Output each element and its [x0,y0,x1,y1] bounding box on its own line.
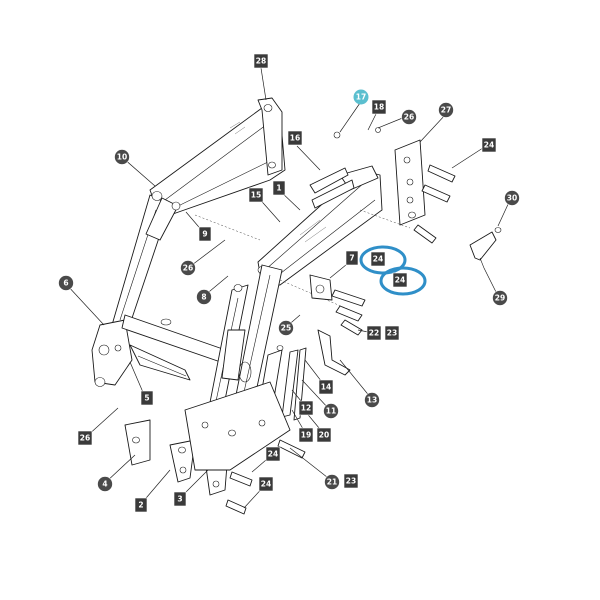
callout-11: 11 [323,403,339,419]
pivot-rods [309,127,381,209]
callout-23: 23 [343,473,359,489]
callout-1: 1 [272,180,286,196]
callout-5: 5 [140,390,154,406]
svg-text:10: 10 [117,153,127,162]
highlight-ring-upper [359,245,407,275]
callout-26: 26 [180,260,196,276]
attach-plate [129,344,191,381]
svg-text:3: 3 [177,495,182,504]
callout-24: 24 [481,137,497,153]
svg-text:4: 4 [102,480,107,489]
svg-text:1: 1 [276,184,281,193]
svg-text:25: 25 [281,324,291,333]
svg-text:15: 15 [251,191,261,200]
callout-9: 9 [198,226,212,242]
svg-text:24: 24 [484,141,494,150]
locking-lever [317,329,351,376]
callout-25: 25 [278,320,294,336]
svg-text:26: 26 [80,434,90,443]
highlight-rings [359,245,427,296]
callout-13: 13 [364,392,380,408]
callout-22: 22 [366,325,382,341]
callout-18: 18 [371,99,387,115]
svg-text:28: 28 [256,57,266,66]
callout-29: 29 [492,290,508,306]
svg-text:7: 7 [349,254,354,263]
callout-16: 16 [287,130,303,146]
upper-mount-plate [394,139,426,226]
left-lift-cylinder [111,191,181,331]
svg-text:12: 12 [301,404,311,413]
svg-text:30: 30 [507,194,517,203]
callout-24: 24 [392,272,408,288]
callout-19: 19 [298,427,314,443]
svg-text:5: 5 [144,394,149,403]
callouts: 28 17 18 26 27 16 24 10 [58,53,520,513]
right-upright-column [221,264,283,421]
side-pin [469,227,502,269]
callout-24: 24 [265,446,281,462]
assembly-axes [194,209,411,311]
callout-17: 17 [353,89,369,105]
callout-27: 27 [438,102,454,118]
svg-text:23: 23 [387,329,397,338]
svg-text:14: 14 [321,383,331,392]
center-bracket [309,274,366,336]
callout-30: 30 [504,190,520,206]
svg-text:29: 29 [495,294,505,303]
callout-10: 10 [114,149,130,165]
svg-text:22: 22 [369,329,379,338]
plate-bolts [413,164,456,244]
svg-text:2: 2 [138,501,143,510]
callout-8: 8 [196,289,212,305]
highlight-ring-lower [379,266,427,296]
callout-12: 12 [298,400,314,416]
svg-text:9: 9 [202,230,207,239]
svg-text:16: 16 [290,134,300,143]
callout-7: 7 [345,250,359,266]
callout-20: 20 [316,427,332,443]
callout-2: 2 [134,497,148,513]
svg-text:24: 24 [395,276,405,285]
callout-3: 3 [173,491,187,507]
svg-text:23: 23 [346,477,356,486]
svg-text:24: 24 [373,255,383,264]
svg-text:13: 13 [367,396,377,405]
callout-24: 24 [258,476,274,492]
callout-26: 26 [401,109,417,125]
parts-drawing [91,97,502,515]
svg-text:24: 24 [261,480,271,489]
callout-14: 14 [318,379,334,395]
callout-6: 6 [58,275,74,291]
callout-4: 4 [97,476,113,492]
svg-text:27: 27 [441,106,451,115]
svg-text:24: 24 [268,450,278,459]
callout-21: 21 [324,474,340,490]
left-boom-arm [149,97,286,216]
svg-text:8: 8 [201,293,206,302]
callout-15: 15 [248,187,264,203]
callout-28: 28 [253,53,269,69]
svg-text:20: 20 [319,431,329,440]
svg-text:18: 18 [374,103,384,112]
callout-23: 23 [384,325,400,341]
svg-text:11: 11 [326,407,336,416]
svg-text:26: 26 [404,113,414,122]
svg-text:19: 19 [301,431,311,440]
svg-text:21: 21 [327,478,337,487]
callout-26: 26 [77,430,93,446]
svg-text:17: 17 [356,93,366,102]
lower-brackets [124,419,229,496]
svg-text:6: 6 [63,279,68,288]
lower-right-plate [184,381,291,471]
callout-24: 24 [370,251,386,267]
svg-text:26: 26 [183,264,193,273]
left-lower-mount [91,319,133,387]
